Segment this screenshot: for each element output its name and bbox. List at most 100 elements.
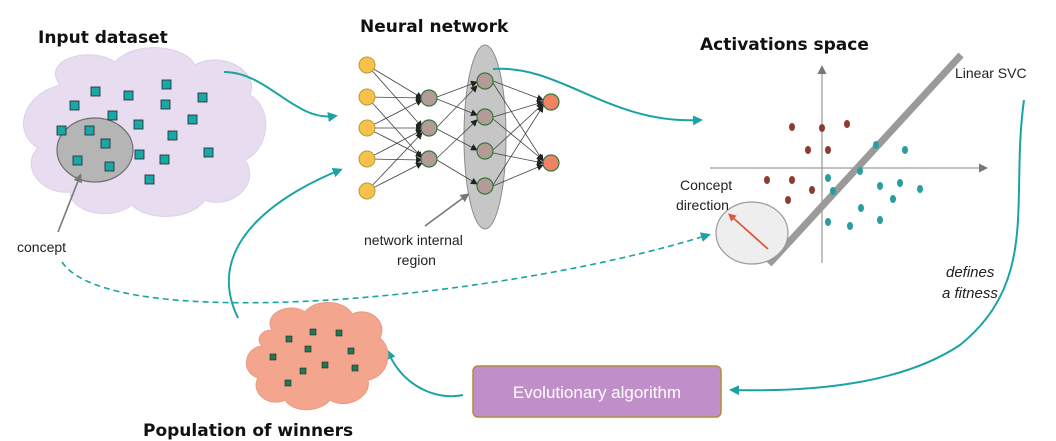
dataset-item	[104, 161, 115, 172]
hidden-layer-1	[420, 89, 438, 168]
activation-point-red	[789, 176, 795, 184]
network-region-label-line2: region	[397, 252, 436, 268]
population-item	[351, 364, 359, 372]
concept-ellipse	[56, 117, 134, 183]
activation-point-red	[825, 146, 831, 154]
linear-svc-label: Linear SVC	[955, 65, 1027, 81]
input-neuron	[358, 88, 376, 106]
dataset-item	[161, 79, 172, 90]
population-item	[335, 329, 343, 337]
population-item	[321, 361, 329, 369]
population-cloud	[246, 302, 389, 411]
concept-direction-label-line2: direction	[676, 197, 729, 213]
dataset-item	[197, 92, 208, 103]
dataset-item	[123, 90, 134, 101]
hidden-neuron	[476, 142, 494, 160]
activation-point-teal	[897, 179, 903, 187]
concept-label: concept	[17, 239, 66, 255]
activation-point-red	[819, 124, 825, 132]
dataset-item	[167, 130, 178, 141]
population-title: Population of winners	[143, 421, 353, 441]
activation-point-teal	[825, 174, 831, 182]
dataset-item	[90, 86, 101, 97]
activation-point-red	[764, 176, 770, 184]
hidden-neuron	[420, 119, 438, 137]
activation-point-teal	[858, 204, 864, 212]
activation-point-teal	[877, 216, 883, 224]
concept-pointer-arrow	[57, 173, 82, 233]
dataset-item	[72, 155, 83, 166]
evolutionary-algorithm-box	[472, 365, 722, 418]
output-neuron	[542, 93, 560, 111]
algorithm-to-population-arrow	[386, 349, 464, 398]
population-item	[309, 328, 317, 336]
hidden-neuron	[420, 89, 438, 107]
input-neuron	[358, 182, 376, 200]
dataset-to-network-arrow	[223, 71, 338, 122]
activation-point-red	[805, 146, 811, 154]
hidden-neuron	[476, 72, 494, 90]
output-layer	[542, 93, 560, 172]
population-item	[299, 367, 307, 375]
activation-point-red	[844, 120, 850, 128]
input-layer	[358, 56, 376, 200]
input-neuron	[358, 150, 376, 168]
activation-point-teal	[830, 187, 836, 195]
dataset-item	[160, 99, 171, 110]
linear-svc-boundary	[766, 52, 964, 267]
activations-space-title: Activations space	[700, 35, 869, 55]
activation-point-teal	[917, 185, 923, 193]
population-item	[304, 345, 312, 353]
dataset-item	[56, 125, 67, 136]
class-b-points	[825, 141, 923, 230]
population-item	[285, 335, 293, 343]
hidden-neuron	[420, 150, 438, 168]
network-region-pointer-arrow	[424, 193, 470, 227]
dataset-item	[100, 138, 111, 149]
evolutionary-algorithm-label: Evolutionary algorithm	[513, 383, 681, 402]
activation-point-teal	[857, 167, 863, 175]
hidden-neuron	[476, 177, 494, 195]
population-items	[269, 328, 359, 387]
population-item	[284, 379, 292, 387]
activation-point-teal	[873, 141, 879, 149]
concept-direction-label-line1: Concept	[680, 177, 732, 193]
hidden-layer-2	[476, 72, 494, 195]
dataset-item	[203, 147, 214, 158]
defines-fitness-label-line2: a fitness	[942, 285, 998, 302]
input-dataset-title: Input dataset	[38, 28, 168, 48]
dataset-item	[187, 114, 198, 125]
dataset-item	[133, 119, 144, 130]
input-neuron	[358, 119, 376, 137]
activation-point-teal	[902, 146, 908, 154]
fitness-to-algorithm-arrow	[729, 99, 1025, 396]
neural-network-title: Neural network	[360, 17, 509, 37]
input-neuron	[358, 56, 376, 74]
activation-point-teal	[825, 218, 831, 226]
activation-point-teal	[877, 182, 883, 190]
output-neuron	[542, 154, 560, 172]
activation-point-red	[785, 196, 791, 204]
concept-direction-arrow	[728, 213, 769, 250]
network-connections	[366, 64, 544, 192]
concept-to-direction-dashed-arrow	[61, 232, 711, 304]
dataset-items	[56, 79, 214, 185]
activation-point-red	[809, 186, 815, 194]
network-to-activations-arrow	[492, 67, 703, 126]
defines-fitness-label-line1: defines	[946, 264, 995, 281]
activation-point-red	[789, 123, 795, 131]
dataset-item	[159, 154, 170, 165]
dataset-item	[144, 174, 155, 185]
population-item	[347, 347, 355, 355]
class-a-points	[764, 120, 850, 204]
hidden-neuron	[476, 108, 494, 126]
network-region-label-line1: network internal	[364, 232, 463, 248]
population-item	[269, 353, 277, 361]
activation-point-teal	[890, 195, 896, 203]
population-to-network-arrow	[228, 167, 343, 319]
dataset-item	[84, 125, 95, 136]
dataset-item	[134, 149, 145, 160]
dataset-item	[107, 110, 118, 121]
dataset-item	[69, 100, 80, 111]
